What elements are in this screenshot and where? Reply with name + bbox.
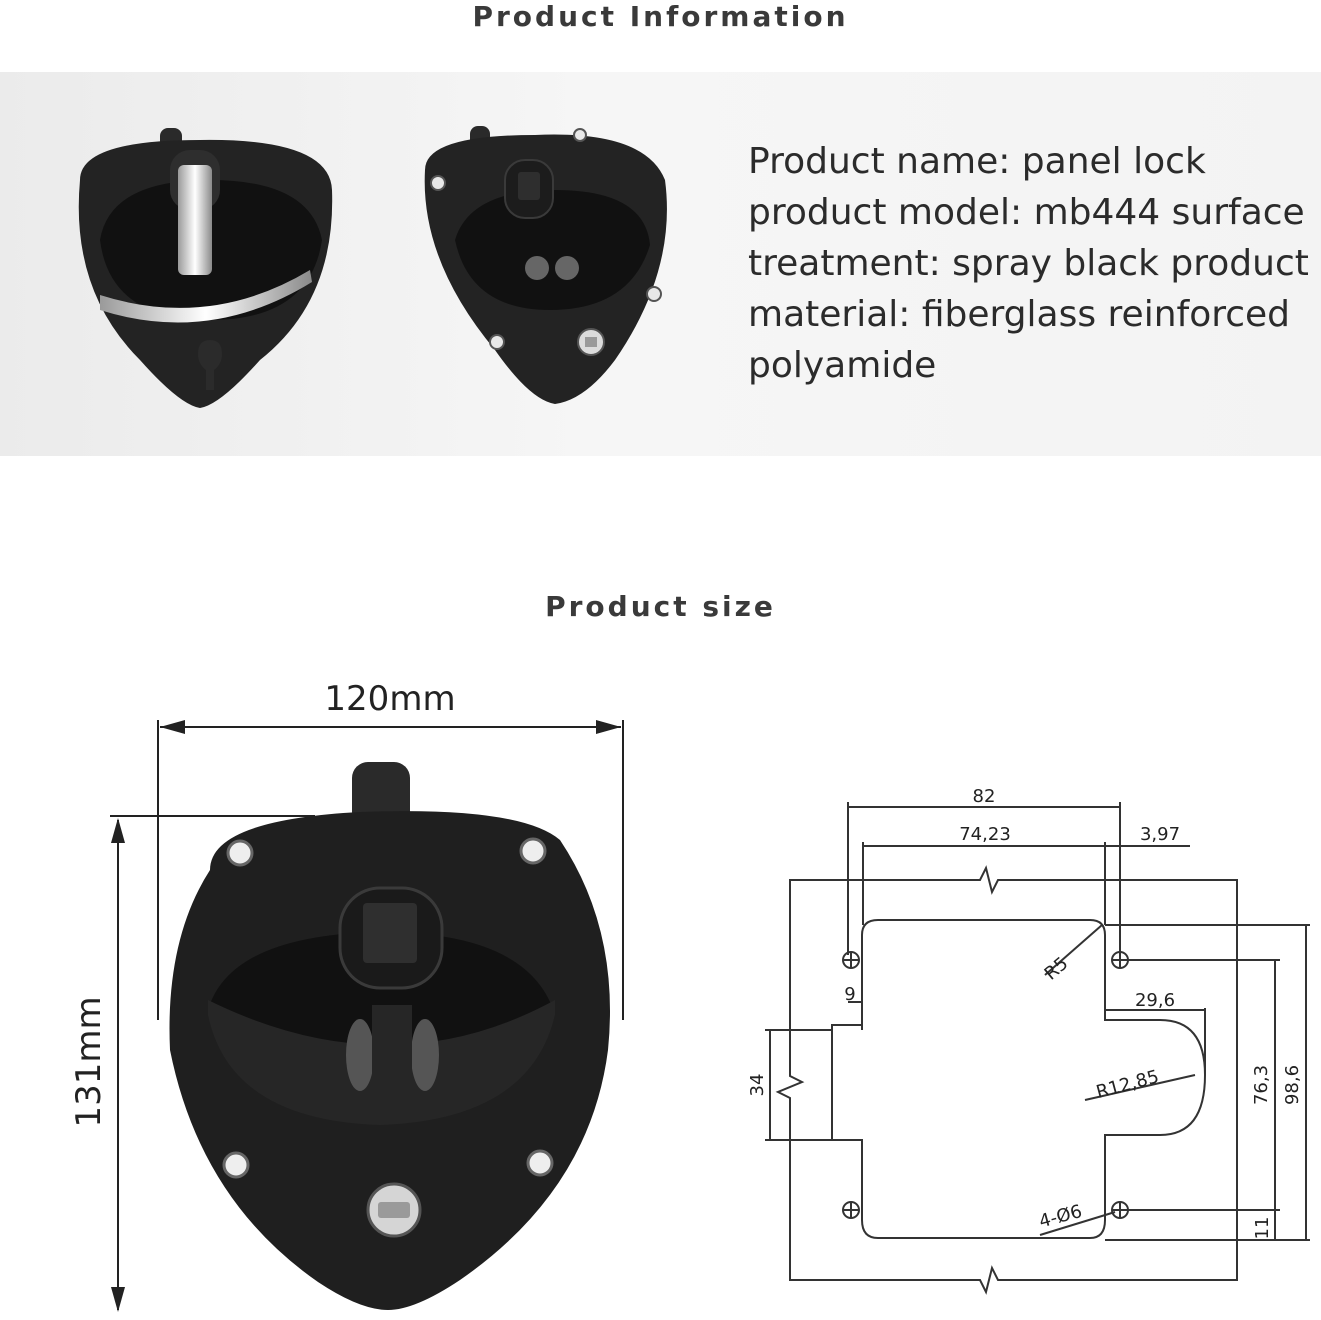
pivot-left: [346, 1019, 374, 1091]
dim-9: 9: [844, 984, 855, 1005]
product-info-text: Product name: panel lock product model: …: [748, 136, 1318, 391]
dim-82: 82: [973, 786, 996, 807]
dim-r12-85: R12,85: [1094, 1066, 1161, 1103]
dim-74-23: 74,23: [959, 824, 1011, 845]
info-line: product model: mb444 surface: [748, 192, 1305, 233]
height-label: 131mm: [69, 996, 109, 1127]
dim-3-97: 3,97: [1140, 824, 1180, 845]
pivot-right: [411, 1019, 439, 1091]
info-line: material: fiberglass reinforced: [748, 294, 1291, 335]
dim-76-3: 76,3: [1251, 1065, 1272, 1105]
width-label: 120mm: [324, 679, 455, 719]
info-line: treatment: spray black product: [748, 243, 1309, 284]
info-line: polyamide: [748, 345, 937, 386]
mounting-hole-icon: [222, 1151, 250, 1179]
heading-product-information: Product Information: [472, 0, 849, 33]
product-photo-chrome-handle: [78, 128, 333, 408]
heading-product-size: Product size: [545, 590, 776, 623]
dim-98-6: 98,6: [1282, 1065, 1303, 1105]
product-photo-black-handle: [424, 126, 667, 404]
dim-r5: R5: [1041, 953, 1073, 984]
cutout-outline: [831, 919, 1207, 1239]
info-line: Product name: panel lock: [748, 141, 1206, 182]
mounting-hole-icon: [226, 839, 254, 867]
dim-29-6: 29,6: [1135, 990, 1175, 1011]
dim-11: 11: [1252, 1217, 1273, 1240]
dim-34: 34: [747, 1074, 768, 1097]
cutout-technical-drawing: 82 74,23 3,97 R5 9 29,6 34 R12,85 76,3 9…: [747, 786, 1310, 1295]
product-dimension-photo: 120mm 131mm: [69, 679, 624, 1312]
mounting-hole-icon: [519, 837, 547, 865]
outer-panel-outline: [775, 865, 1238, 1295]
mounting-hole-icon: [526, 1149, 554, 1177]
